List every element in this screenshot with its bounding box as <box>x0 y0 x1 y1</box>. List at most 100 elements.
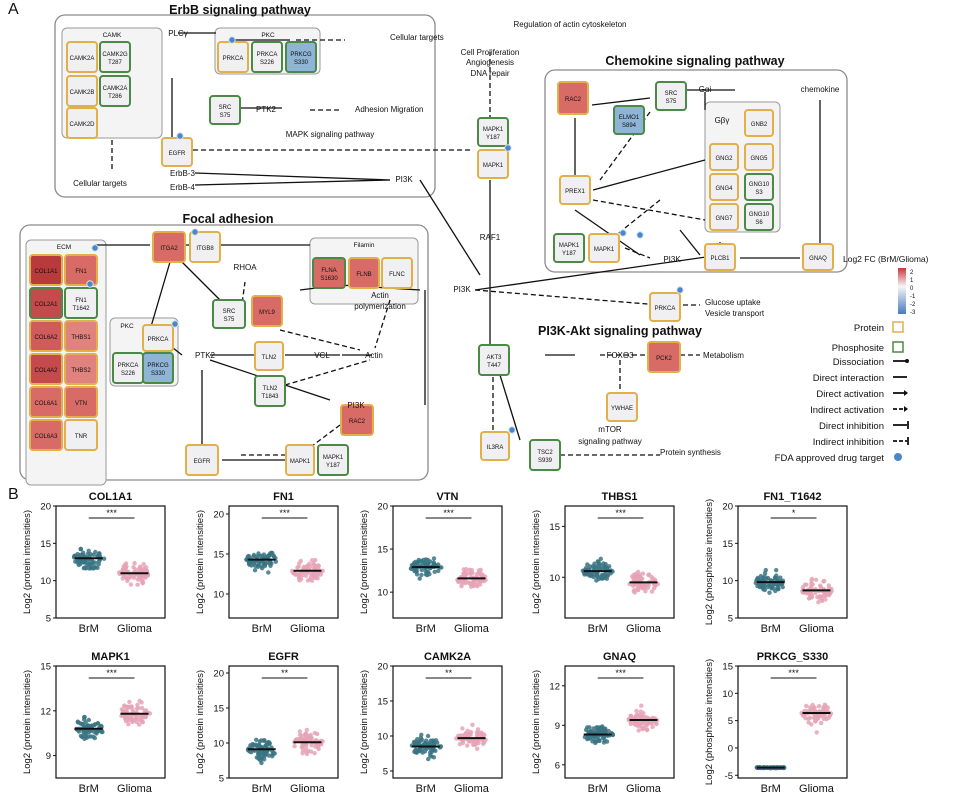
data-point-glioma <box>474 572 480 577</box>
data-point-glioma <box>632 582 637 588</box>
node-fn1-t1642-label: FN1 <box>75 298 87 304</box>
pathway-edge-17 <box>592 199 706 221</box>
data-point-brm <box>418 735 423 740</box>
pathway-title-chemokine-signaling-pathway: Chemokine signaling pathway <box>605 54 784 68</box>
node-prkcg-s330-label: S330 <box>151 371 166 377</box>
data-point-glioma <box>466 580 472 585</box>
data-point-brm <box>79 559 85 565</box>
y-axis-label: Log2 (protein intensities) <box>195 670 206 774</box>
x-category-glioma: Glioma <box>117 783 153 795</box>
data-point-brm <box>583 566 589 571</box>
data-point-brm <box>261 552 267 557</box>
fda-drug-target-icon <box>86 280 94 288</box>
data-point-glioma <box>816 600 821 605</box>
data-point-brm <box>423 557 429 562</box>
chart-frame <box>564 505 675 619</box>
data-point-glioma <box>633 571 638 577</box>
node-elmo1-s894-label: S894 <box>622 123 637 129</box>
y-tick-label: 9 <box>46 751 51 762</box>
y-tick-label: 20 <box>213 669 224 680</box>
data-point-brm <box>429 749 434 755</box>
node-myl9-box <box>251 295 283 327</box>
data-point-brm <box>93 560 98 565</box>
data-point-brm <box>776 586 781 592</box>
data-point-glioma <box>129 704 134 709</box>
significance-stars: *** <box>279 508 290 518</box>
y-tick-label: 15 <box>722 662 733 673</box>
data-point-brm <box>253 742 258 747</box>
fda-drug-target-icon <box>228 36 236 44</box>
data-point-brm <box>85 551 91 557</box>
node-col2a1-label: COL2A1 <box>34 302 58 308</box>
legend-arrow-head <box>904 406 908 412</box>
node-mapk1-label: MAPK1 <box>290 459 311 465</box>
data-point-brm <box>587 736 592 741</box>
node-plcb1-label: PLCB1 <box>710 256 730 262</box>
node-camk2a-t286-box <box>99 75 131 107</box>
node-itgb8-box <box>189 231 221 263</box>
pathway-frame-1 <box>544 69 848 273</box>
data-point-glioma <box>475 746 480 751</box>
node-prkcg-s330-label: S330 <box>294 60 309 66</box>
legend-label-indirect-activation: Indirect activation <box>810 405 884 416</box>
diagram-label-angiogenesis: Angiogenesis <box>466 58 514 67</box>
node-src-s75-box <box>655 81 687 111</box>
data-point-glioma <box>147 711 153 716</box>
x-category-brm: BrM <box>79 623 99 635</box>
data-point-glioma <box>823 597 828 602</box>
chart-frame <box>564 665 675 779</box>
y-tick-label: 20 <box>722 502 733 513</box>
significance-stars: ** <box>281 668 289 678</box>
data-point-glioma <box>297 571 302 576</box>
node-flnb-label: FLNB <box>356 272 371 278</box>
data-point-brm <box>86 717 92 723</box>
data-point-brm <box>413 739 418 744</box>
panel-a-letter: A <box>8 1 19 18</box>
group-label-filamin: Filamin <box>354 242 375 249</box>
data-point-glioma <box>631 589 636 594</box>
node-col1a1-label: COL1A1 <box>34 269 58 275</box>
node-camk2b-label: CAMK2B <box>70 90 95 96</box>
legend-label-direct-interaction: Direct interaction <box>813 373 884 384</box>
data-point-glioma <box>313 744 318 749</box>
node-src-s75-label: SRC <box>223 309 236 315</box>
significance-stars: *** <box>615 508 626 518</box>
node-prkca-s226-label: PRKCA <box>257 52 278 58</box>
node-camk2b-box <box>66 75 98 107</box>
pathway-edge-13 <box>591 97 651 106</box>
node-prkca-label: PRKCA <box>655 306 676 312</box>
data-point-glioma <box>140 581 145 586</box>
pathway-title-pi3k-akt-signaling-pathway: PI3K-Akt signaling pathway <box>538 324 702 338</box>
node-col6a1-label: COL6A1 <box>34 401 58 407</box>
node-mapk1-y187-label: MAPK1 <box>323 455 344 461</box>
node-camk2g-t287-label: T287 <box>108 60 122 66</box>
y-tick-label: 20 <box>213 510 224 521</box>
data-point-glioma <box>304 727 309 733</box>
node-flnc-box <box>381 257 413 289</box>
fda-drug-target-icon <box>171 320 179 328</box>
x-category-brm: BrM <box>588 623 608 635</box>
data-point-brm <box>252 568 258 573</box>
significance-stars: *** <box>106 668 117 678</box>
data-point-glioma <box>821 706 826 711</box>
data-point-brm <box>248 743 253 748</box>
diagram-label-g-i: Gαi <box>699 85 712 94</box>
node-rac2-box <box>557 81 589 115</box>
data-point-brm <box>101 556 107 561</box>
data-point-glioma <box>813 577 819 582</box>
node-akt3-t447-box <box>478 344 510 376</box>
node-col2a1-box <box>29 287 63 319</box>
data-point-glioma <box>123 708 128 714</box>
data-point-brm <box>266 553 272 559</box>
data-point-brm <box>100 729 105 735</box>
node-itgb8-label: ITGB8 <box>196 246 214 252</box>
data-point-brm <box>251 554 256 559</box>
data-point-glioma <box>813 719 818 724</box>
data-point-glioma <box>308 574 314 579</box>
data-point-glioma <box>634 723 639 728</box>
colorbar-tick: -3 <box>910 310 916 316</box>
